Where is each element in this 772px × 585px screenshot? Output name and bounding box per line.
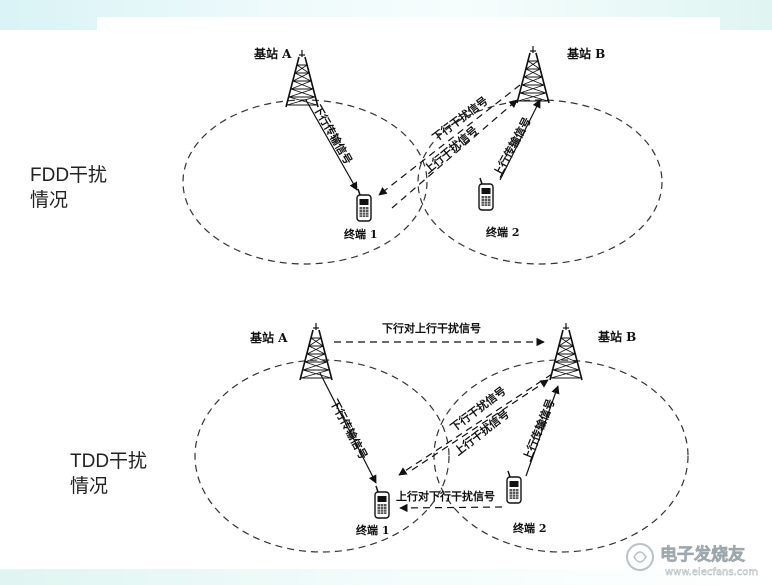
tdd-station-a-label: 基站 A	[249, 330, 288, 345]
watermark-url: www.elecfans.com	[665, 567, 758, 578]
fdd-cell-a-coverage	[182, 99, 428, 265]
fdd-diagram-panel	[97, 17, 720, 282]
fdd-terminal-1-phone-icon	[356, 188, 372, 222]
decorative-bottom-band	[0, 569, 772, 585]
watermark-name: 电子发烧友	[660, 544, 745, 565]
tdd-section-label: TDD干扰 情况	[70, 451, 148, 497]
fdd-downlink-transmission-label: 下行传输信号	[310, 103, 355, 167]
fdd-station-b-tower-icon	[516, 45, 550, 104]
tdd-cell-b-coverage	[433, 359, 689, 553]
fdd-terminal-2-phone-icon	[478, 177, 494, 211]
tdd-terminal-1-label: 终端 1	[356, 523, 389, 537]
tdd-uplink-interference-arrow	[411, 379, 549, 471]
tdd-downlink-transmission-arrow	[319, 372, 377, 484]
tdd-uplink-transmission-label: 上行传输信号	[520, 397, 558, 463]
tdd-downlink-transmission-label: 下行传输信号	[327, 397, 370, 462]
tdd-diagram: 基站 A 基站 B 终端 1 终端 2 下行对上行干扰信号 下行传输信号 下行干…	[194, 321, 689, 553]
tdd-cell-a-coverage	[194, 359, 450, 553]
fdd-uplink-transmission-arrow	[499, 99, 541, 181]
tdd-ul-to-dl-interference-arrow	[399, 503, 503, 513]
tdd-dl-to-ul-interference-label: 下行对上行干扰信号	[382, 321, 481, 335]
fdd-uplink-interference-arrow	[391, 99, 518, 209]
tdd-station-b-label: 基站 B	[597, 329, 636, 344]
fdd-downlink-transmission-arrow	[305, 99, 358, 191]
fdd-station-a-label: 基站 A	[253, 46, 292, 61]
fdd-downlink-interference-arrow	[378, 84, 521, 196]
fdd-station-b-label: 基站 B	[566, 46, 605, 61]
tdd-uplink-transmission-arrow	[525, 385, 560, 477]
tdd-station-a-tower-icon	[299, 322, 333, 381]
tdd-station-b-tower-icon	[549, 322, 583, 381]
tdd-terminal-2-label: 终端 2	[513, 521, 546, 535]
watermark: 电子发烧友 www.elecfans.com	[626, 543, 758, 578]
tdd-terminal-1-phone-icon	[374, 485, 390, 519]
fdd-section-label: FDD干扰 情况	[30, 165, 108, 211]
tdd-terminal-2-phone-icon	[506, 470, 522, 504]
fdd-terminal-1-label: 终端 1	[344, 227, 377, 241]
fdd-terminal-2-label: 终端 2	[486, 225, 519, 239]
watermark-logo-icon	[626, 543, 654, 571]
fdd-diagram: 基站 A 基站 B 终端 1 终端 2 下行传输信号 下行干扰信号 上行干扰信号…	[182, 45, 663, 265]
tdd-ul-to-dl-interference-label: 上行对下行干扰信号	[396, 489, 495, 503]
tdd-downlink-interference-arrow	[398, 373, 553, 476]
fdd-uplink-transmission-label: 上行传输信号	[490, 115, 533, 180]
